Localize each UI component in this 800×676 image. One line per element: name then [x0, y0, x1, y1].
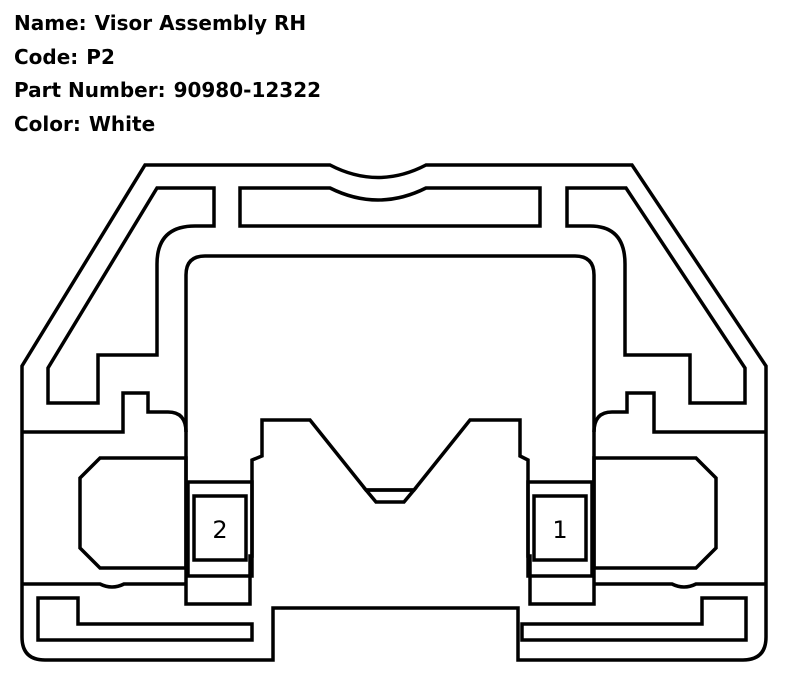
pin-cavity-1: 1: [526, 480, 594, 578]
left-lower-channel: [36, 596, 254, 642]
pin-cavity-1-housing: [526, 480, 594, 578]
right-octagon-boss: [592, 456, 718, 570]
right-mid-bracket: [592, 391, 766, 434]
part-number-label: Part Number:: [14, 78, 166, 102]
part-color-value: White: [88, 111, 156, 136]
part-code-row: Code: P2: [14, 42, 321, 76]
pin-cavity-2-terminal: [192, 494, 248, 562]
pin-cavity-2-housing: [186, 480, 254, 578]
part-name-value: Visor Assembly RH: [94, 11, 307, 35]
connector-housing-outline: [20, 163, 768, 662]
part-number-row: Part Number: 90980-12322: [14, 75, 321, 109]
part-info-block: Name: Visor Assembly RH Code: P2 Part Numb…: [14, 8, 321, 142]
left-lower-ledge: [22, 582, 186, 589]
right-upper-channel: [565, 186, 747, 405]
pin-cavity-2: 2: [186, 480, 254, 578]
right-lower-ledge: [594, 582, 766, 589]
pin-1-label: 1: [552, 516, 567, 544]
right-lower-channel: [520, 596, 748, 642]
part-name-label: Name:: [14, 11, 87, 35]
part-color-row: Color: White: [14, 109, 321, 143]
left-octagon-boss: [78, 456, 188, 570]
part-code-value: P2: [86, 44, 115, 69]
part-code-label: Code:: [14, 44, 79, 69]
pin-2-label: 2: [212, 516, 227, 544]
part-color-label: Color:: [14, 111, 81, 136]
pin-cavity-1-terminal: [532, 494, 588, 562]
part-name-row: Name: Visor Assembly RH: [14, 8, 321, 42]
part-number-value: 90980-12322: [173, 78, 322, 102]
center-key-slot: [362, 488, 418, 504]
left-upper-channel: [46, 186, 216, 405]
latch-slot: [238, 186, 542, 228]
